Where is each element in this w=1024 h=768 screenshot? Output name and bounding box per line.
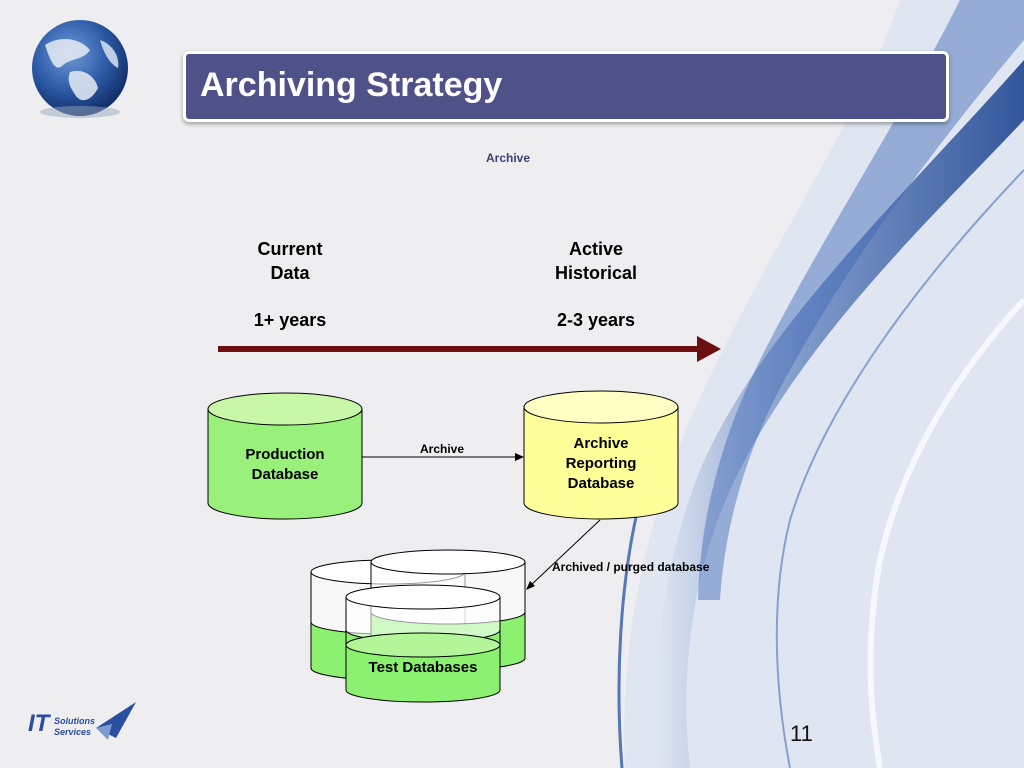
current-heading-line1: Current (257, 239, 323, 259)
purged-connector (526, 519, 601, 590)
active-historical-heading: Active Historical (526, 237, 666, 285)
archive-connector-label: Archive (419, 442, 465, 456)
historical-heading-line1: Active (568, 239, 624, 259)
title-banner: Archiving Strategy (183, 51, 949, 122)
current-data-heading: Current Data (230, 237, 350, 285)
company-logo-line1: Solutions (54, 716, 95, 726)
purged-connector-label: Archived / purged database (552, 560, 710, 574)
test-databases-label: Test Databases (368, 659, 478, 676)
globe-icon (32, 20, 128, 118)
archive-label-line3: Database (567, 475, 635, 492)
company-logo-it: IT (28, 710, 50, 737)
production-label-line2: Database (251, 466, 319, 483)
production-label-line1: Production (245, 446, 325, 463)
plane-icon (96, 702, 136, 740)
historical-heading-line2: Historical (554, 263, 638, 283)
active-historical-years: 2-3 years (556, 310, 636, 330)
archive-database-label: Archive Reporting Database (526, 434, 676, 494)
archive-label-line1: Archive (573, 435, 629, 452)
archive-connector (362, 453, 524, 461)
production-database-label: Production Database (210, 445, 360, 485)
archive-label-line2: Reporting (565, 455, 637, 472)
slide-subtitle: Archive (485, 151, 531, 165)
current-heading-line2: Data (270, 263, 310, 283)
slide-title: Archiving Strategy (200, 66, 503, 104)
company-logo-line2: Services (54, 727, 92, 737)
page-number: 11 (790, 721, 813, 746)
timeline-arrow (218, 336, 721, 362)
production-database-cylinder (207, 392, 363, 520)
current-data-years: 1+ years (253, 310, 327, 330)
archive-database-cylinder (523, 390, 679, 520)
test-databases-stack (310, 549, 526, 703)
